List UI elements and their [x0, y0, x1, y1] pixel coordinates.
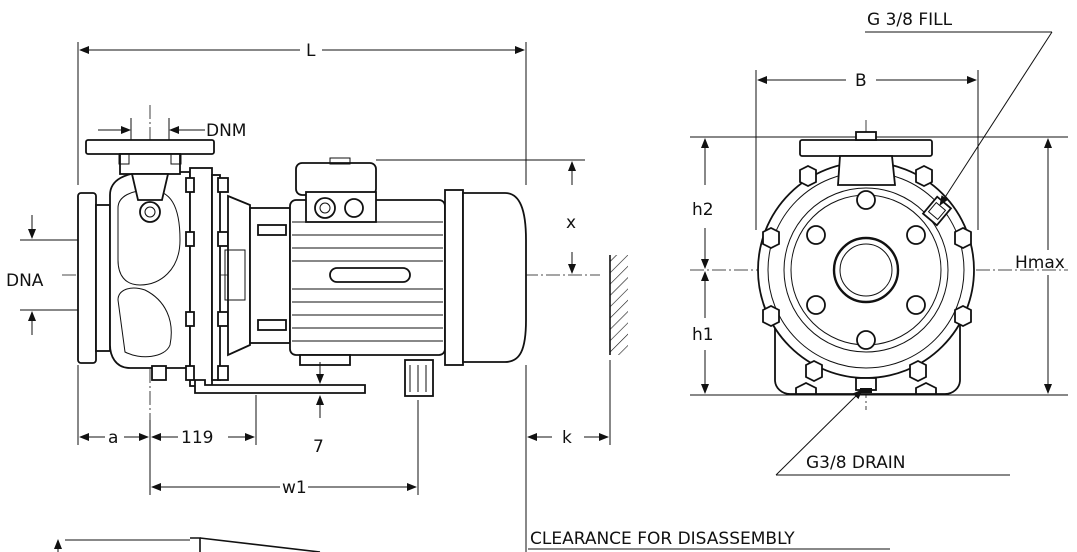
label-DNA: DNA [6, 271, 44, 291]
label-k: k [562, 428, 572, 448]
label-L: L [306, 41, 316, 61]
hex-nuts [762, 164, 972, 395]
label-Hmax: Hmax [1015, 253, 1065, 273]
label-drain: G3/8 DRAIN [806, 453, 906, 473]
label-119: 119 [181, 428, 213, 448]
flange-bolt-holes [806, 190, 926, 350]
label-a: a [108, 428, 118, 448]
label-h2: h2 [692, 200, 714, 220]
label-clearance: CLEARANCE FOR DISASSEMBLY [530, 529, 795, 549]
side-view: L DNM DNA [6, 41, 890, 552]
label-7: 7 [313, 437, 324, 457]
front-view: B h2 h1 Hmax [690, 10, 1068, 476]
bracket-bolts [185, 177, 229, 381]
label-B: B [855, 71, 867, 91]
label-fill: G 3/8 FILL [867, 10, 953, 30]
label-x: x [566, 213, 576, 233]
label-DNM: DNM [206, 121, 246, 141]
motor-fins [292, 221, 443, 342]
label-h1: h1 [692, 325, 714, 345]
label-w1: w1 [282, 478, 307, 498]
